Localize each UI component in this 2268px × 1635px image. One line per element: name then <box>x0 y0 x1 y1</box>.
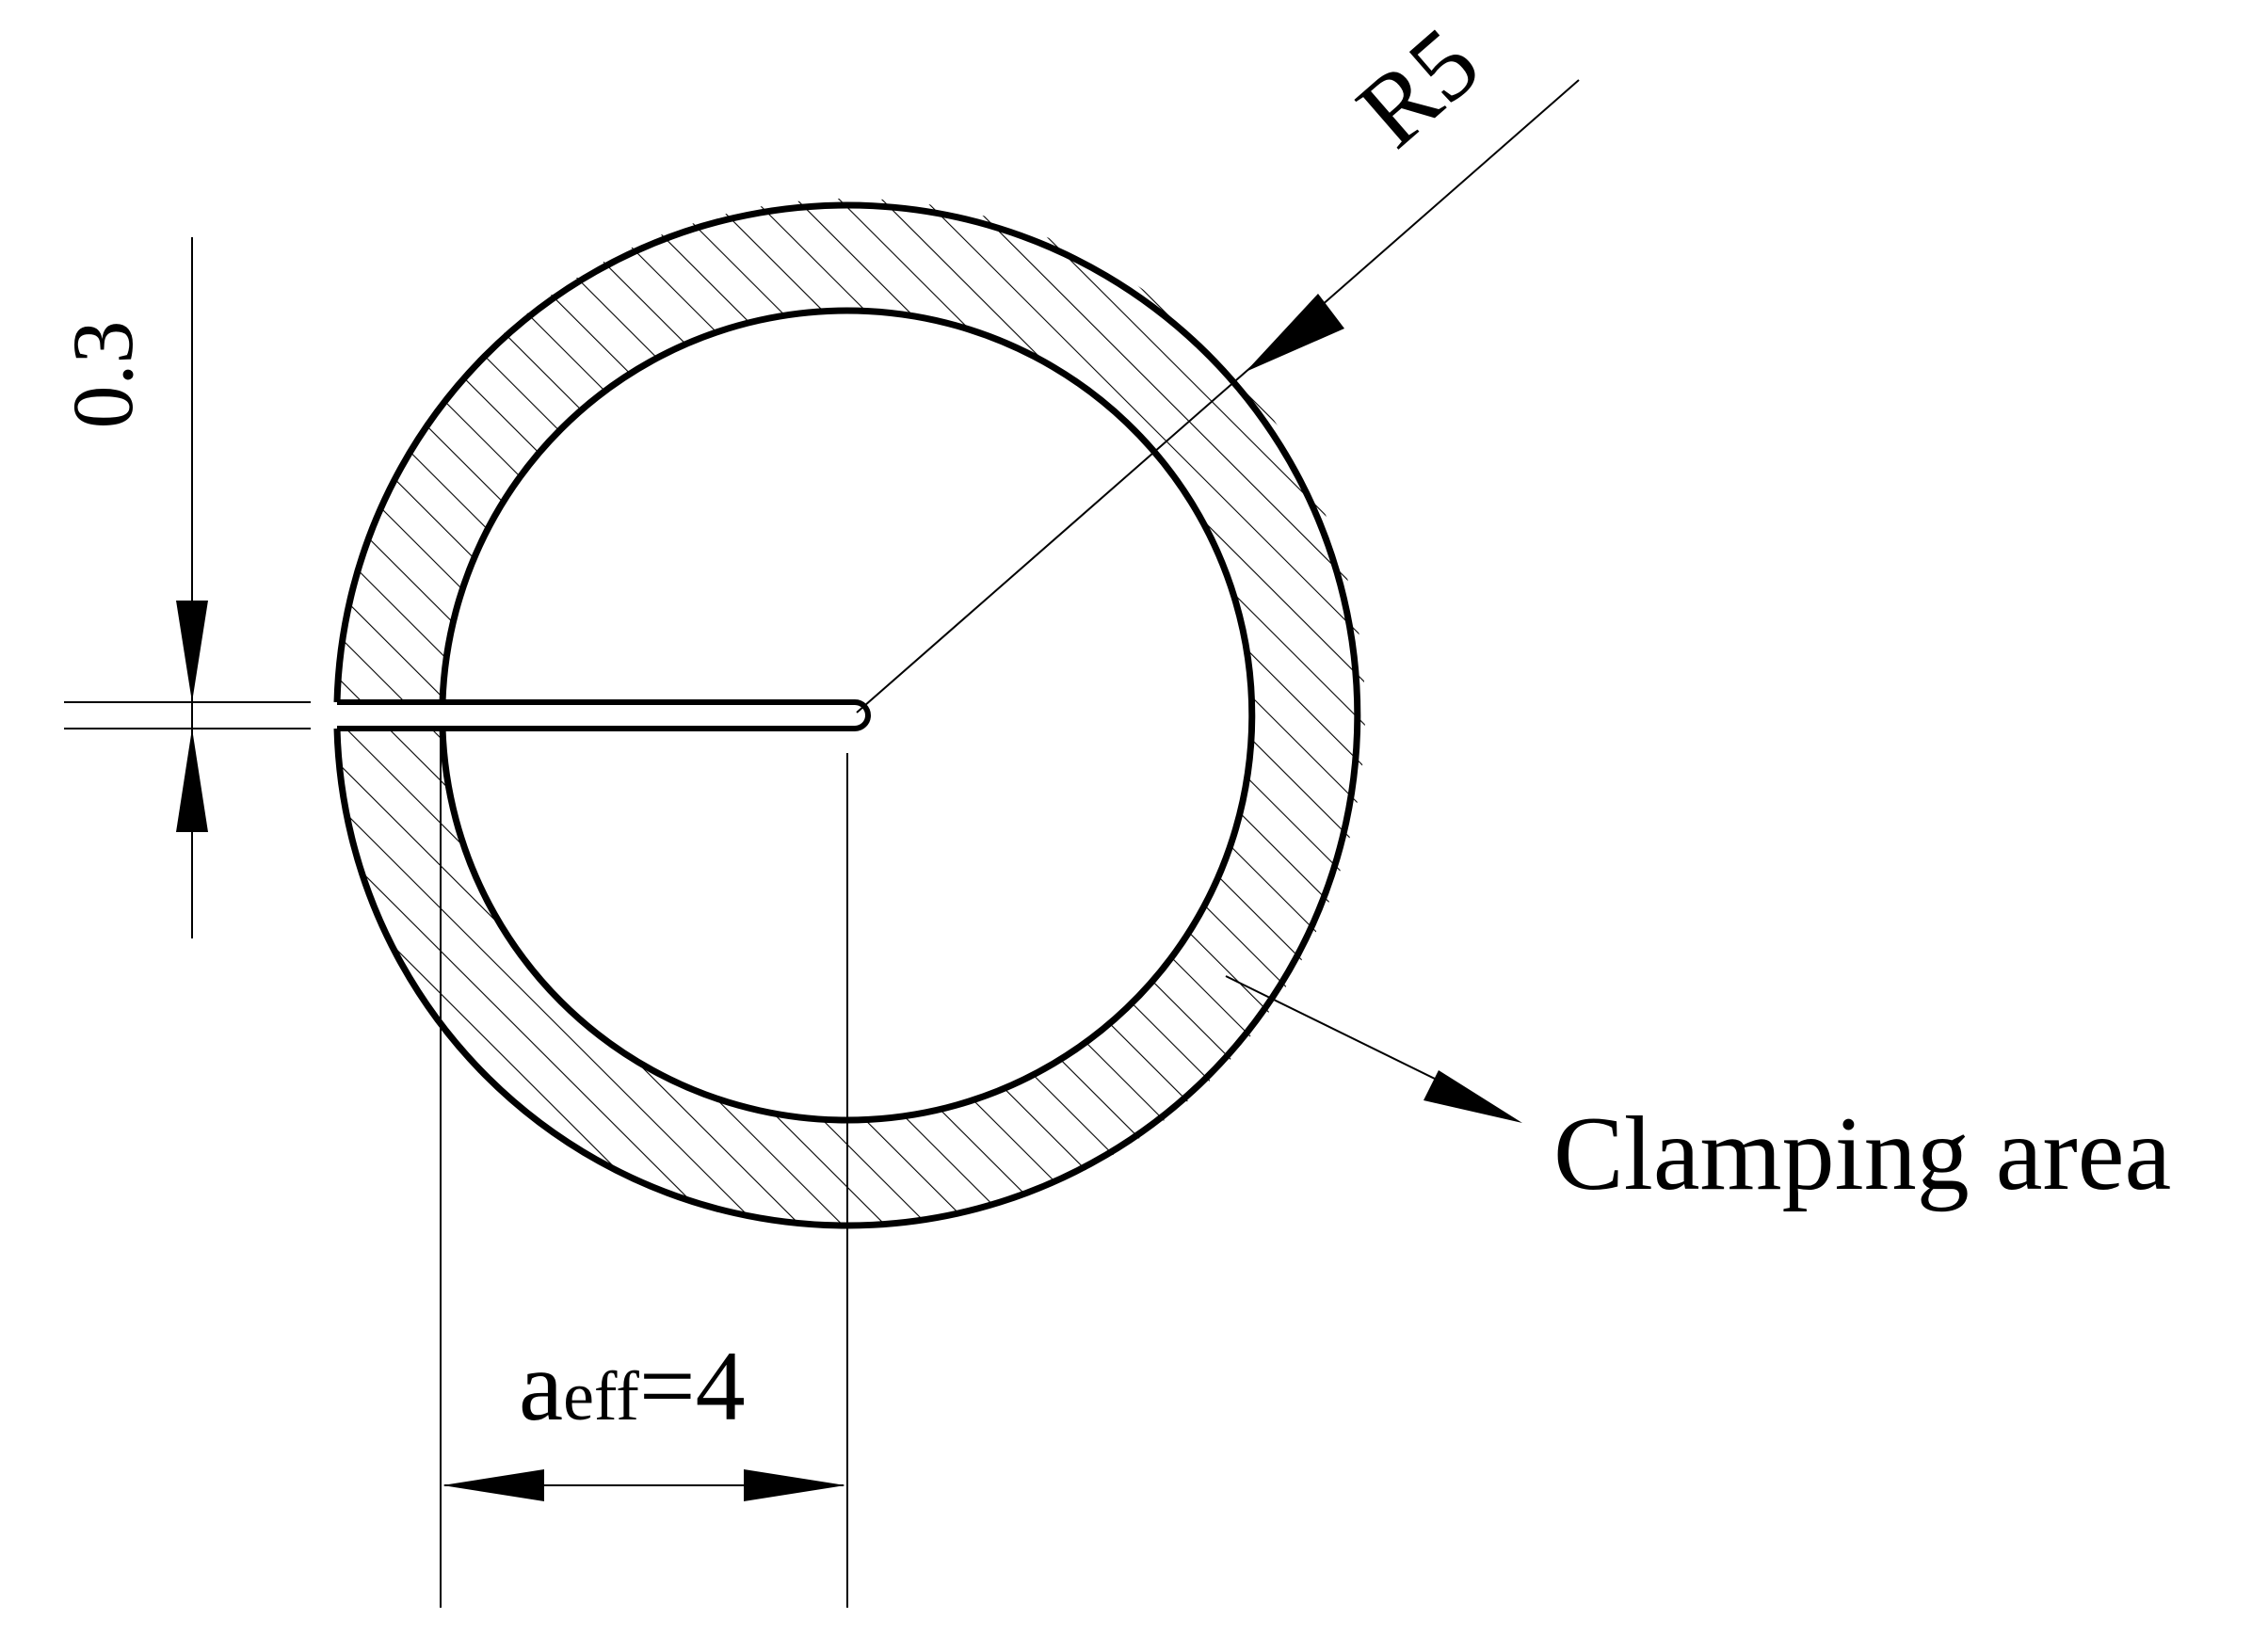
gap-dimension-label: 0.3 <box>55 321 151 429</box>
crack-arrow-left <box>442 1469 544 1501</box>
inner-circle <box>439 307 1256 1124</box>
crack-notch <box>325 699 871 731</box>
clamping-arrow <box>1424 1070 1522 1123</box>
crack-length-label: aeff=4 <box>519 1331 746 1441</box>
clamping-area-label: Clamping area <box>1553 1096 2171 1212</box>
gap-arrow-bottom <box>176 729 208 832</box>
outer-circle <box>333 201 1361 1229</box>
radius-dimension-label: R5 <box>1337 7 1500 169</box>
gap-arrow-top <box>176 601 208 702</box>
clamping-leader <box>1225 975 1522 1123</box>
radius-arrow <box>1246 294 1344 372</box>
radius-dimension <box>856 79 1580 713</box>
crack-arrow-right <box>744 1469 845 1501</box>
